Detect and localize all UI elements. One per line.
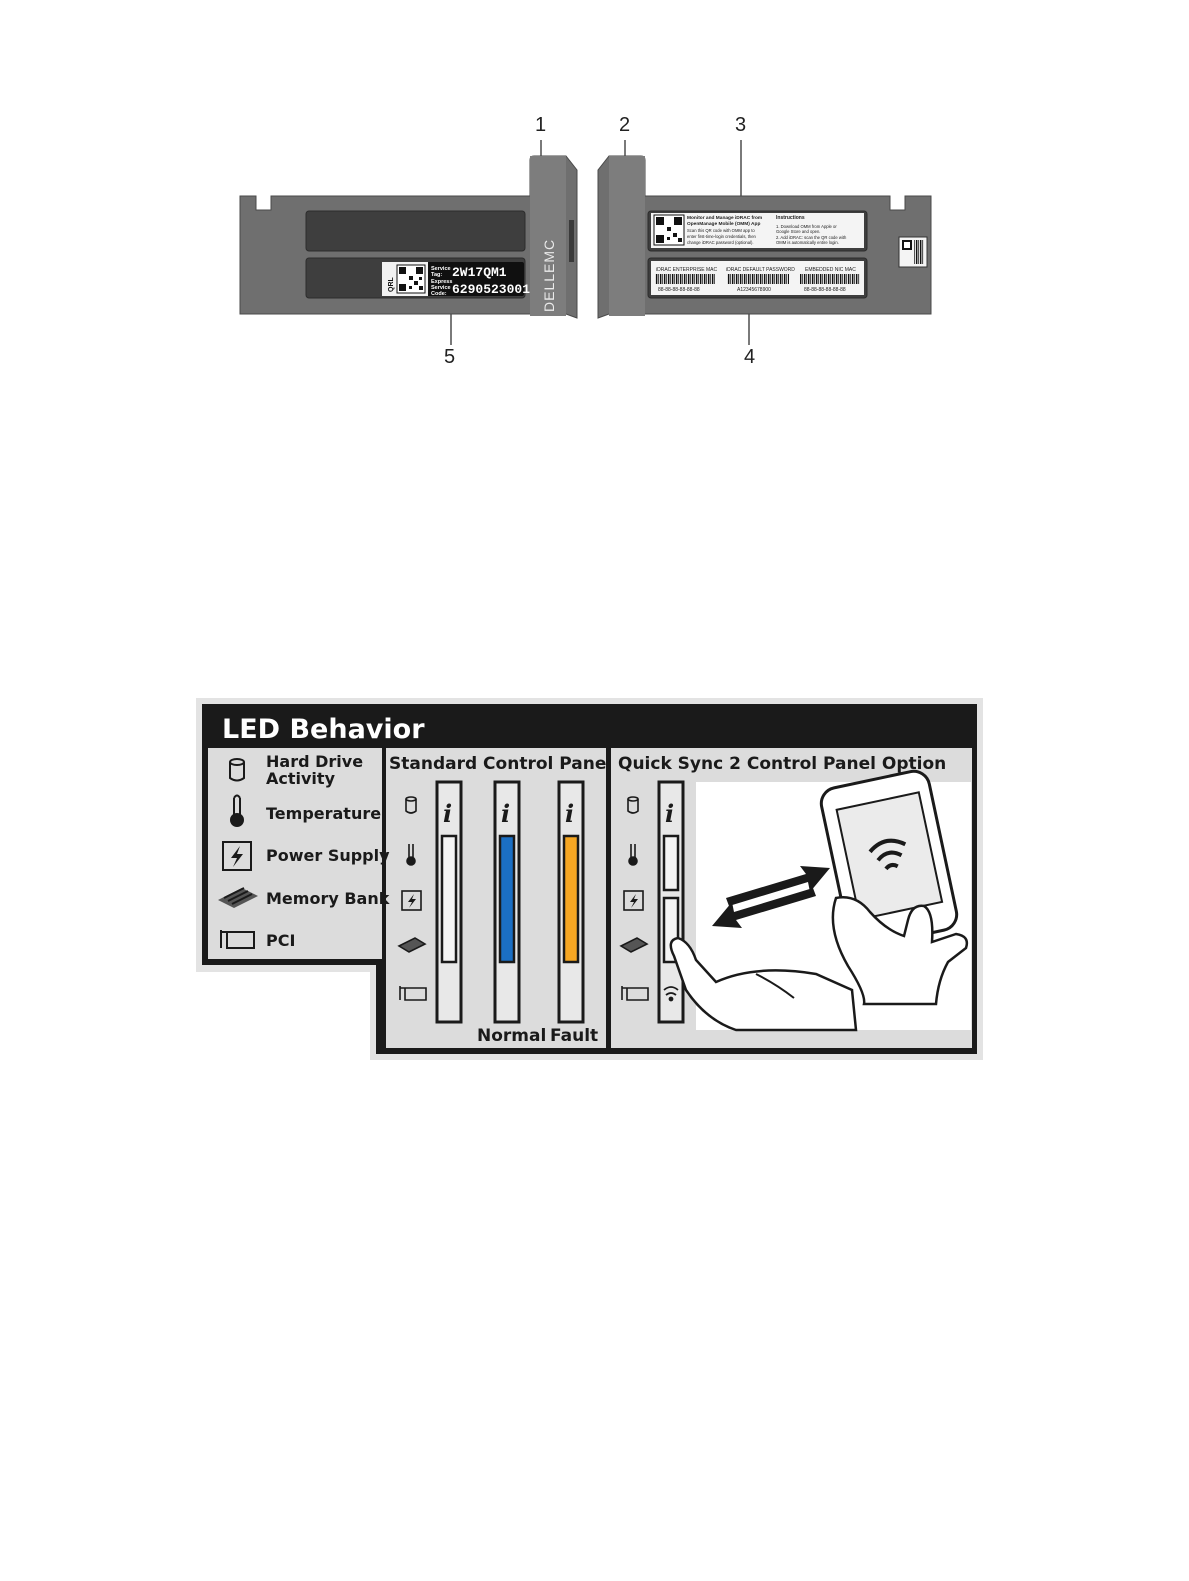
legend-temperature: Temperature bbox=[266, 804, 381, 823]
info-glyph-4: i bbox=[665, 799, 674, 828]
nic-mac-caption: EMBEDDED NIC MAC bbox=[805, 267, 856, 273]
info-glyph-1: i bbox=[443, 799, 452, 828]
express-caption-2: Service bbox=[431, 285, 451, 291]
idrac-password-value: A12345678900 bbox=[737, 287, 771, 293]
service-tag-value: 2W17QM1 bbox=[452, 265, 507, 280]
quick-sync-icon-column bbox=[619, 796, 649, 1001]
callout-4: 4 bbox=[744, 346, 756, 368]
callout-1: 1 bbox=[535, 114, 547, 136]
led-behavior-title: LED Behavior bbox=[222, 714, 425, 745]
omm-body-3: change iDRAC password (optional). bbox=[687, 240, 754, 245]
callout-2: 2 bbox=[619, 114, 631, 136]
service-tag-label bbox=[382, 262, 524, 296]
instructions-title: Instructions bbox=[776, 215, 805, 221]
normal-led-bar bbox=[493, 780, 521, 1024]
service-tag-caption-1: Service bbox=[431, 266, 451, 272]
standard-icon-column bbox=[397, 796, 427, 1001]
blank-led-bar bbox=[435, 780, 463, 1024]
led-behavior-panel: LED Behavior Hard Drive Activity Tempera… bbox=[196, 698, 983, 1060]
legend-hard-drive-2: Activity bbox=[266, 769, 336, 788]
hard-drive-icon bbox=[229, 758, 245, 782]
omm-body-1: Scan this QR code with OMM app to bbox=[687, 228, 755, 233]
omm-label bbox=[651, 213, 864, 248]
idrac-password-caption: iDRAC DEFAULT PASSWORD bbox=[726, 267, 795, 273]
fault-led-bar bbox=[557, 780, 585, 1024]
callout-5: 5 bbox=[444, 346, 456, 368]
service-tag-caption-2: Tag: bbox=[431, 272, 442, 278]
nic-mac-value: 88-88-88-88-88-88 bbox=[804, 287, 846, 293]
express-code-value: 6290523001 bbox=[452, 282, 530, 297]
wireless-icon bbox=[663, 986, 679, 1002]
legend-hard-drive-1: Hard Drive bbox=[266, 752, 363, 771]
barcodes bbox=[655, 274, 860, 284]
memory-bank-icon bbox=[218, 887, 258, 908]
information-tag-diagram: QRL Service Tag: Express Service Code: 2… bbox=[239, 140, 932, 345]
hand-pressing-button-illustration bbox=[669, 769, 971, 1032]
legend-pci: PCI bbox=[266, 931, 295, 950]
instructions-2: Google Store and open. bbox=[776, 229, 820, 234]
normal-label: Normal bbox=[477, 1026, 546, 1046]
sync-arrows bbox=[712, 866, 830, 928]
info-glyph-2: i bbox=[501, 799, 510, 828]
omm-title-2: OpenManage Mobile (OMM) App bbox=[687, 221, 760, 227]
side-qr-label bbox=[898, 236, 928, 268]
callout-3: 3 bbox=[735, 114, 747, 136]
standard-control-panel-title: Standard Control Panel bbox=[389, 754, 612, 774]
pci-icon bbox=[220, 930, 255, 949]
express-caption-3: Code: bbox=[431, 291, 447, 297]
quick-sync-title: Quick Sync 2 Control Panel Option bbox=[618, 754, 946, 774]
idrac-mac-caption: iDRAC ENTERPRISE MAC bbox=[656, 267, 718, 273]
omm-title-1: Monitor and Manage iDRAC from bbox=[687, 215, 762, 221]
thermometer-icon bbox=[230, 794, 244, 827]
express-caption-1: Express bbox=[431, 279, 452, 285]
instructions-3: 2. Add iDRAC: scan the QR code with bbox=[776, 235, 847, 240]
legend-power-supply: Power Supply bbox=[266, 846, 390, 865]
legend-memory-bank: Memory Bank bbox=[266, 889, 390, 908]
info-glyph-3: i bbox=[565, 799, 574, 828]
instructions-4: OMM is automatically entire login. bbox=[776, 240, 839, 245]
power-supply-icon bbox=[222, 841, 252, 871]
instructions-1: 1. Download OMM from Apple or bbox=[776, 224, 837, 229]
dell-emc-logo: DELLEMC bbox=[541, 239, 557, 312]
omm-body-2: enter first-time-login credentials, then bbox=[687, 234, 757, 239]
omm-qr-code bbox=[653, 214, 685, 246]
front-qr-code bbox=[396, 264, 426, 294]
idrac-mac-value: 88-88-88-88-88-88 bbox=[658, 287, 700, 293]
fault-label: Fault bbox=[550, 1026, 598, 1046]
qrl-text: QRL bbox=[388, 277, 395, 293]
